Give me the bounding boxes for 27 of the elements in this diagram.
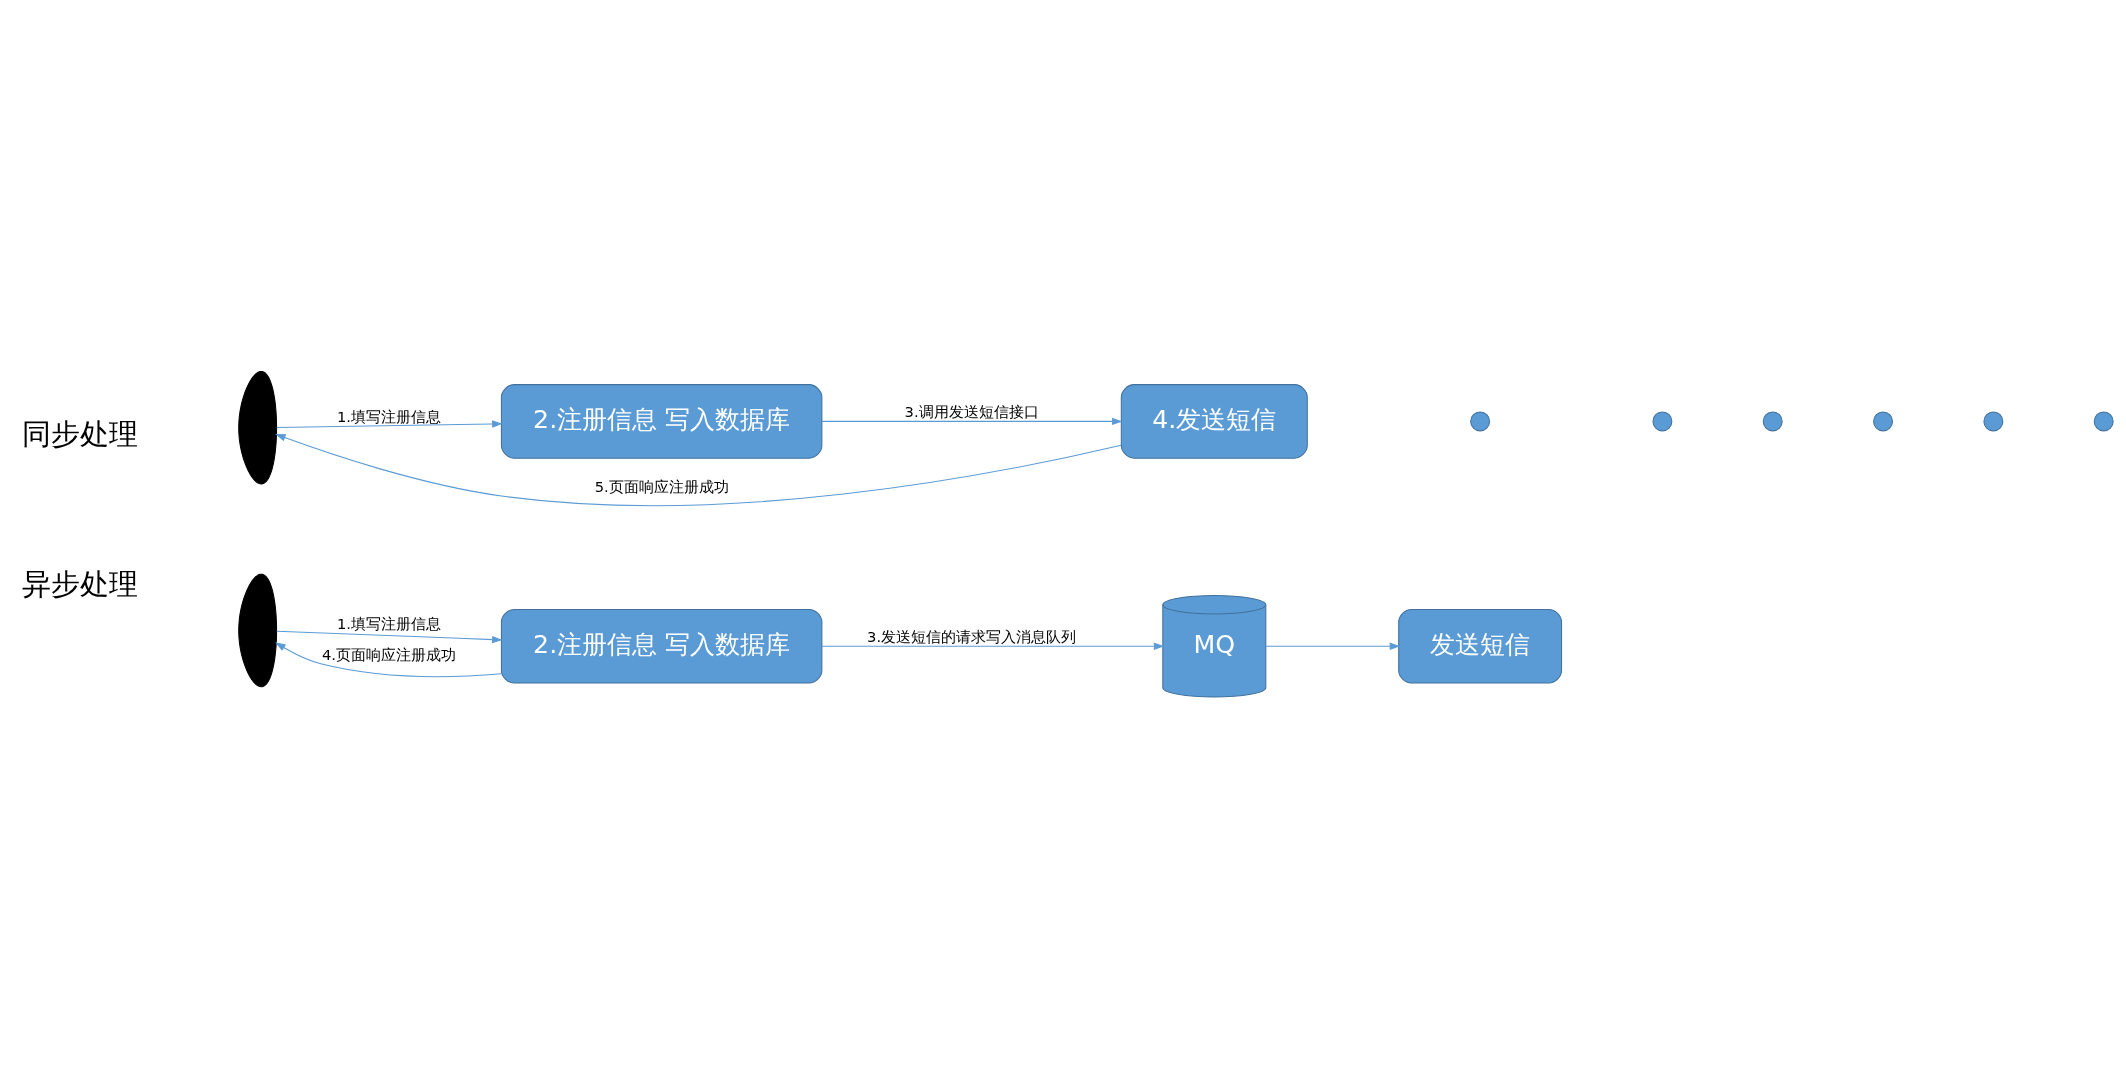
label: 异步处理 bbox=[22, 566, 139, 601]
node-box: 发送短信 bbox=[1398, 608, 1563, 684]
edge-label: 3.调用发送短信接口 bbox=[904, 403, 1039, 421]
node-box: 2.注册信息 写入数据库 bbox=[500, 384, 823, 459]
label: 同步处理 bbox=[22, 417, 139, 452]
arrow bbox=[275, 434, 1122, 506]
edge-label: 5.页面响应注册成功 bbox=[594, 477, 729, 495]
arrow bbox=[276, 630, 503, 644]
node-circle bbox=[2093, 411, 2114, 432]
edge-label: 4.页面响应注册成功 bbox=[321, 646, 456, 664]
node-circle bbox=[1762, 411, 1783, 432]
arrow bbox=[1265, 642, 1401, 650]
arrow bbox=[821, 417, 1123, 426]
arrow bbox=[275, 642, 502, 678]
node-circle bbox=[1873, 411, 1894, 432]
node-circle bbox=[1652, 411, 1673, 432]
node-circle bbox=[1470, 411, 1491, 432]
edge-label: 1.填写注册信息 bbox=[336, 614, 441, 632]
arrow bbox=[276, 420, 503, 428]
node-box: 4.发送短信 bbox=[1120, 384, 1308, 459]
node-person bbox=[238, 370, 278, 485]
edge-label: 3.发送短信的请求写入消息队列 bbox=[867, 628, 1077, 646]
node-person bbox=[238, 573, 278, 688]
arrow bbox=[821, 642, 1165, 650]
edge-label: 1.填写注册信息 bbox=[336, 407, 441, 425]
node-circle bbox=[1983, 411, 2004, 432]
node-box: 2.注册信息 写入数据库 bbox=[500, 608, 823, 684]
